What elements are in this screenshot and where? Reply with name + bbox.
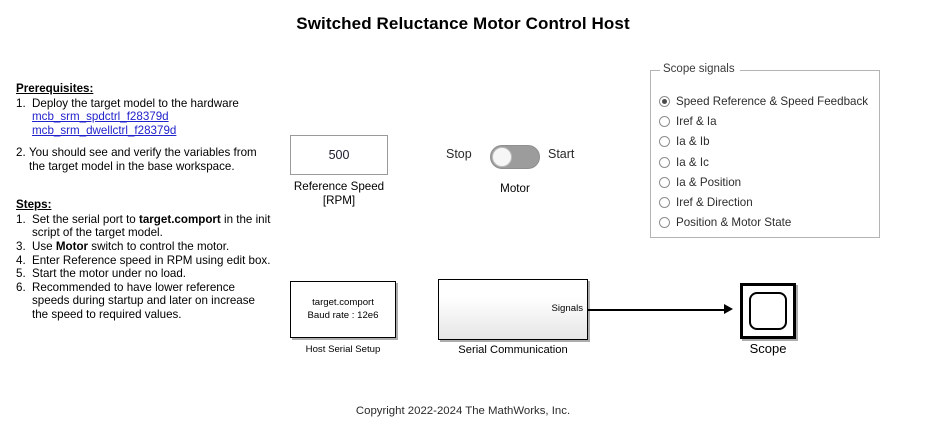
step-item-6: 6. Recommended to have lower reference s… [16, 281, 274, 322]
host-serial-comport-text: target.comport [312, 297, 374, 308]
step-item-3: 3. Use Motor switch to control the motor… [16, 240, 274, 254]
step-item-6-text: Recommended to have lower reference spee… [32, 280, 255, 321]
prerequisite-item-1: 1. Deploy the target model to the hardwa… [16, 97, 274, 111]
copyright-text: Copyright 2022-2024 The MathWorks, Inc. [355, 405, 571, 417]
step-item-3-number: 3. [16, 239, 26, 253]
page-title: Switched Reluctance Motor Control Host [296, 14, 630, 33]
step-item-4-text: Enter Reference speed in RPM using edit … [32, 253, 271, 267]
radio-ia-ic[interactable]: Ia & Ic [659, 152, 875, 172]
scope-signals-radio-list: Speed Reference & Speed Feedback Iref & … [659, 91, 875, 233]
step-item-3-pre: Use [32, 239, 56, 253]
prerequisite-item-1-number: 1. [16, 96, 26, 110]
scope-signals-panel: Scope signals Speed Reference & Speed Fe… [650, 63, 880, 238]
step-item-1-text: Set the serial port to target.comport in… [32, 213, 274, 240]
prerequisite-item-2: 2. You should see and verify the variabl… [16, 146, 274, 173]
radio-ia-position[interactable]: Ia & Position [659, 172, 875, 192]
steps-section: Steps: 1. Set the serial port to target.… [16, 198, 274, 321]
serial-communication-signals-port-label: Signals [551, 303, 583, 314]
prerequisite-item-1-text: Deploy the target model to the hardware [32, 96, 239, 110]
serial-communication-caption: Serial Communication [458, 344, 568, 356]
radio-unselected-icon[interactable] [659, 115, 670, 127]
step-item-1-pre: Set the serial port to [32, 212, 139, 226]
radio-label-4: Ia & Position [676, 175, 742, 189]
step-item-1-number: 1. [16, 212, 26, 226]
radio-unselected-icon[interactable] [659, 176, 670, 188]
radio-label-3: Ia & Ic [676, 155, 709, 169]
radio-label-2: Ia & Ib [676, 135, 710, 149]
instructions-panel: Prerequisites: 1. Deploy the target mode… [16, 82, 274, 322]
signal-connector-line [588, 309, 728, 311]
scope-screen-icon [749, 292, 787, 330]
radio-position-motor-state[interactable]: Position & Motor State [659, 213, 875, 233]
model-link-spdctrl[interactable]: mcb_srm_spdctrl_f28379d [32, 110, 169, 124]
radio-selected-icon[interactable] [659, 95, 670, 107]
reference-speed-input[interactable]: 500 [290, 135, 388, 175]
step-item-3-post: switch to control the motor. [88, 239, 230, 253]
prerequisites-list: 1. Deploy the target model to the hardwa… [16, 97, 274, 174]
step-item-3-text: Use Motor switch to control the motor. [32, 240, 274, 254]
radio-unselected-icon[interactable] [659, 217, 670, 229]
step-item-1-bold: target.comport [138, 212, 221, 226]
step-item-6-number: 6. [16, 280, 26, 294]
radio-unselected-icon[interactable] [659, 136, 670, 148]
signal-arrow-icon [724, 304, 733, 314]
motor-switch-group: Stop Start [440, 143, 590, 171]
step-item-5-text: Start the motor under no load. [32, 267, 187, 281]
radio-iref-direction[interactable]: Iref & Direction [659, 192, 875, 212]
model-link-dwellctrl[interactable]: mcb_srm_dwellctrl_f28379d [32, 123, 177, 137]
motor-stop-label: Stop [446, 147, 472, 161]
step-item-4: 4. Enter Reference speed in RPM using ed… [16, 254, 274, 268]
list-spacer [16, 137, 274, 146]
motor-caption: Motor [500, 182, 530, 195]
host-serial-baudrate-text: Baud rate : 12e6 [307, 309, 379, 321]
radio-label-0: Speed Reference & Speed Feedback [676, 94, 869, 108]
step-item-1-post: in the init script of the target model. [32, 212, 271, 240]
steps-list: 1. Set the serial port to target.comport… [16, 213, 274, 322]
radio-ia-ib[interactable]: Ia & Ib [659, 132, 875, 152]
scope-signals-legend: Scope signals [660, 63, 740, 75]
step-item-5: 5. Start the motor under no load. [16, 267, 274, 281]
radio-iref-ia[interactable]: Iref & Ia [659, 111, 875, 131]
motor-start-label: Start [548, 147, 575, 161]
host-serial-setup-caption: Host Serial Setup [305, 344, 381, 355]
radio-label-1: Iref & Ia [676, 114, 717, 128]
prerequisites-heading: Prerequisites: [16, 82, 94, 95]
radio-unselected-icon[interactable] [659, 156, 670, 168]
step-item-3-bold: Motor [55, 239, 89, 253]
step-item-1: 1. Set the serial port to target.comport… [16, 213, 274, 240]
radio-speed-reference-speed-feedback[interactable]: Speed Reference & Speed Feedback [659, 91, 875, 111]
motor-toggle-knob[interactable] [492, 147, 512, 167]
serial-communication-block[interactable]: Signals [438, 279, 588, 340]
step-item-4-number: 4. [16, 253, 26, 267]
radio-label-5: Iref & Direction [676, 196, 753, 210]
reference-speed-caption-line1: Reference Speed [293, 180, 385, 193]
steps-heading: Steps: [16, 198, 52, 212]
scope-caption: Scope [749, 341, 787, 356]
prerequisite-item-2-text: You should see and verify the variables … [29, 146, 257, 173]
radio-unselected-icon[interactable] [659, 197, 670, 209]
step-item-5-number: 5. [16, 267, 26, 281]
host-serial-setup-block[interactable]: target.comport Baud rate : 12e6 [290, 281, 396, 338]
scope-block[interactable] [740, 283, 796, 339]
radio-label-6: Position & Motor State [676, 216, 792, 230]
prerequisite-item-2-number: 2. [16, 146, 26, 159]
reference-speed-caption: Reference Speed [RPM] [280, 180, 398, 208]
motor-toggle-switch[interactable] [490, 145, 540, 169]
reference-speed-caption-line2: [RPM] [322, 194, 356, 207]
